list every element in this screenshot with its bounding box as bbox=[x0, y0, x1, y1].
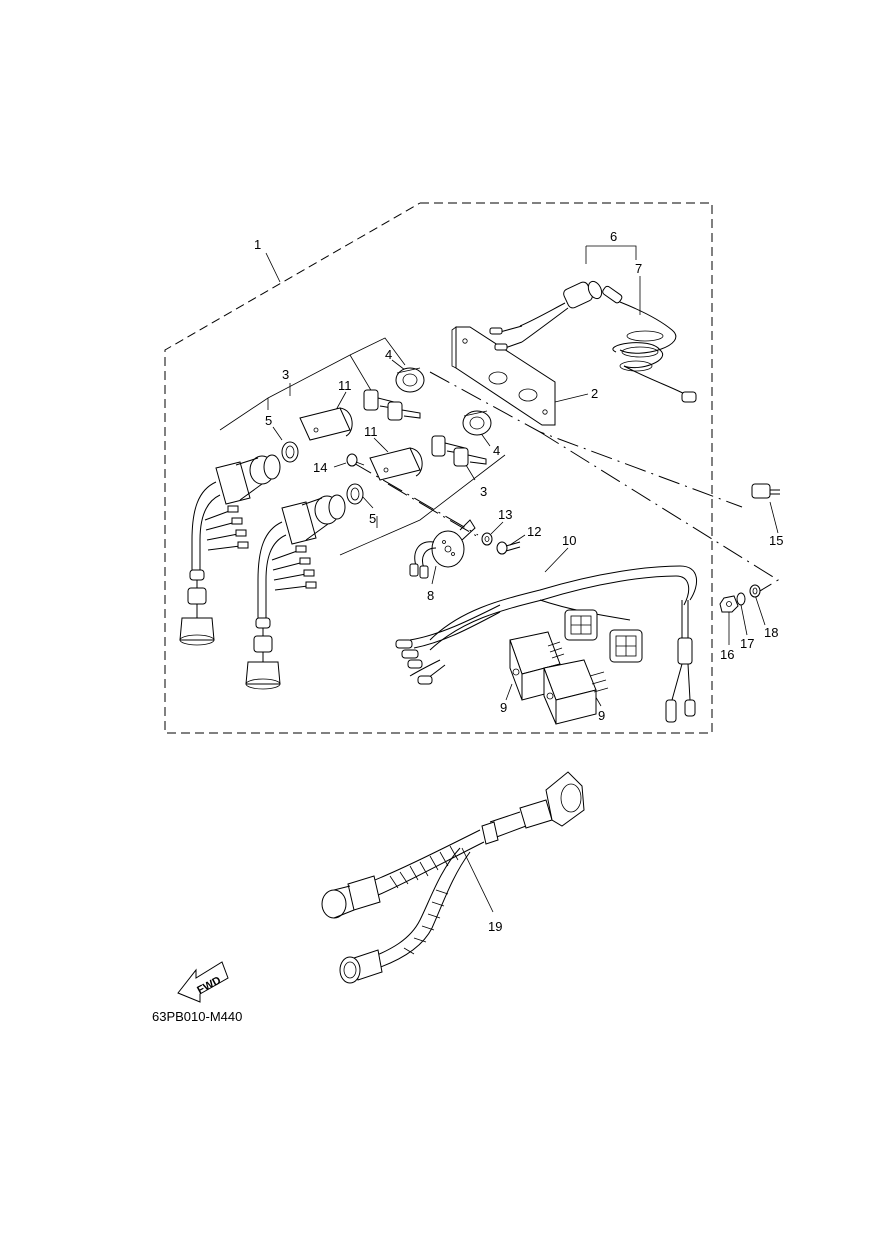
callout-9-right: 9 bbox=[598, 708, 605, 723]
callout-5-lower: 5 bbox=[369, 511, 376, 526]
buzzer bbox=[409, 519, 476, 579]
callout-4-lower: 4 bbox=[493, 443, 500, 458]
callout-12: 12 bbox=[527, 524, 541, 539]
washer bbox=[481, 532, 493, 546]
callout-1: 1 bbox=[254, 237, 261, 252]
assembly-boundary bbox=[164, 202, 713, 734]
nut-lower bbox=[346, 483, 364, 505]
forward-arrow-icon: FWD bbox=[177, 961, 229, 1003]
grommet-lower bbox=[462, 410, 492, 436]
leader-lines bbox=[219, 245, 779, 913]
main-switch-upper bbox=[179, 454, 281, 646]
wire-harness bbox=[395, 565, 698, 723]
callout-3-upper: 3 bbox=[282, 367, 289, 382]
stop-switch bbox=[489, 280, 603, 351]
callout-6: 6 bbox=[610, 229, 617, 244]
relay-right bbox=[543, 659, 609, 725]
switch-cover-lower bbox=[369, 447, 423, 481]
part-code: 63PB010-M440 bbox=[152, 1009, 242, 1024]
spring-washer bbox=[736, 592, 746, 606]
callout-11-upper: 11 bbox=[338, 378, 352, 393]
callout-labels: 1 2 3 3 4 4 5 5 6 7 8 9 9 10 11 11 12 13… bbox=[254, 229, 783, 934]
nut-upper bbox=[281, 441, 299, 463]
callout-13: 13 bbox=[498, 507, 512, 522]
mounting-plate bbox=[451, 326, 556, 426]
key-set-upper bbox=[363, 389, 421, 421]
key-set-lower bbox=[431, 435, 487, 467]
callout-11-lower: 11 bbox=[364, 424, 378, 439]
callout-19: 19 bbox=[488, 919, 502, 934]
callout-8: 8 bbox=[427, 588, 434, 603]
callout-15: 15 bbox=[769, 533, 783, 548]
grommet-upper bbox=[395, 367, 425, 393]
callout-5-upper: 5 bbox=[265, 413, 272, 428]
plain-washer bbox=[749, 584, 761, 598]
callout-7: 7 bbox=[635, 261, 642, 276]
callout-14: 14 bbox=[313, 460, 327, 475]
lanyard-cord bbox=[602, 285, 697, 403]
switch-cover-upper bbox=[299, 407, 353, 441]
screw bbox=[496, 541, 521, 555]
callout-9-left: 9 bbox=[500, 700, 507, 715]
callout-2: 2 bbox=[591, 386, 598, 401]
callout-16: 16 bbox=[720, 647, 734, 662]
callout-17: 17 bbox=[740, 636, 754, 651]
callout-3-lower: 3 bbox=[480, 484, 487, 499]
extension-harness bbox=[321, 771, 585, 984]
callout-18: 18 bbox=[764, 625, 778, 640]
callout-10: 10 bbox=[562, 533, 576, 548]
nut bbox=[719, 595, 739, 613]
callout-4-upper: 4 bbox=[385, 347, 392, 362]
bolt bbox=[751, 483, 780, 499]
main-switch-lower bbox=[245, 494, 346, 690]
small-screw bbox=[346, 453, 365, 467]
alignment-lines bbox=[351, 371, 779, 598]
